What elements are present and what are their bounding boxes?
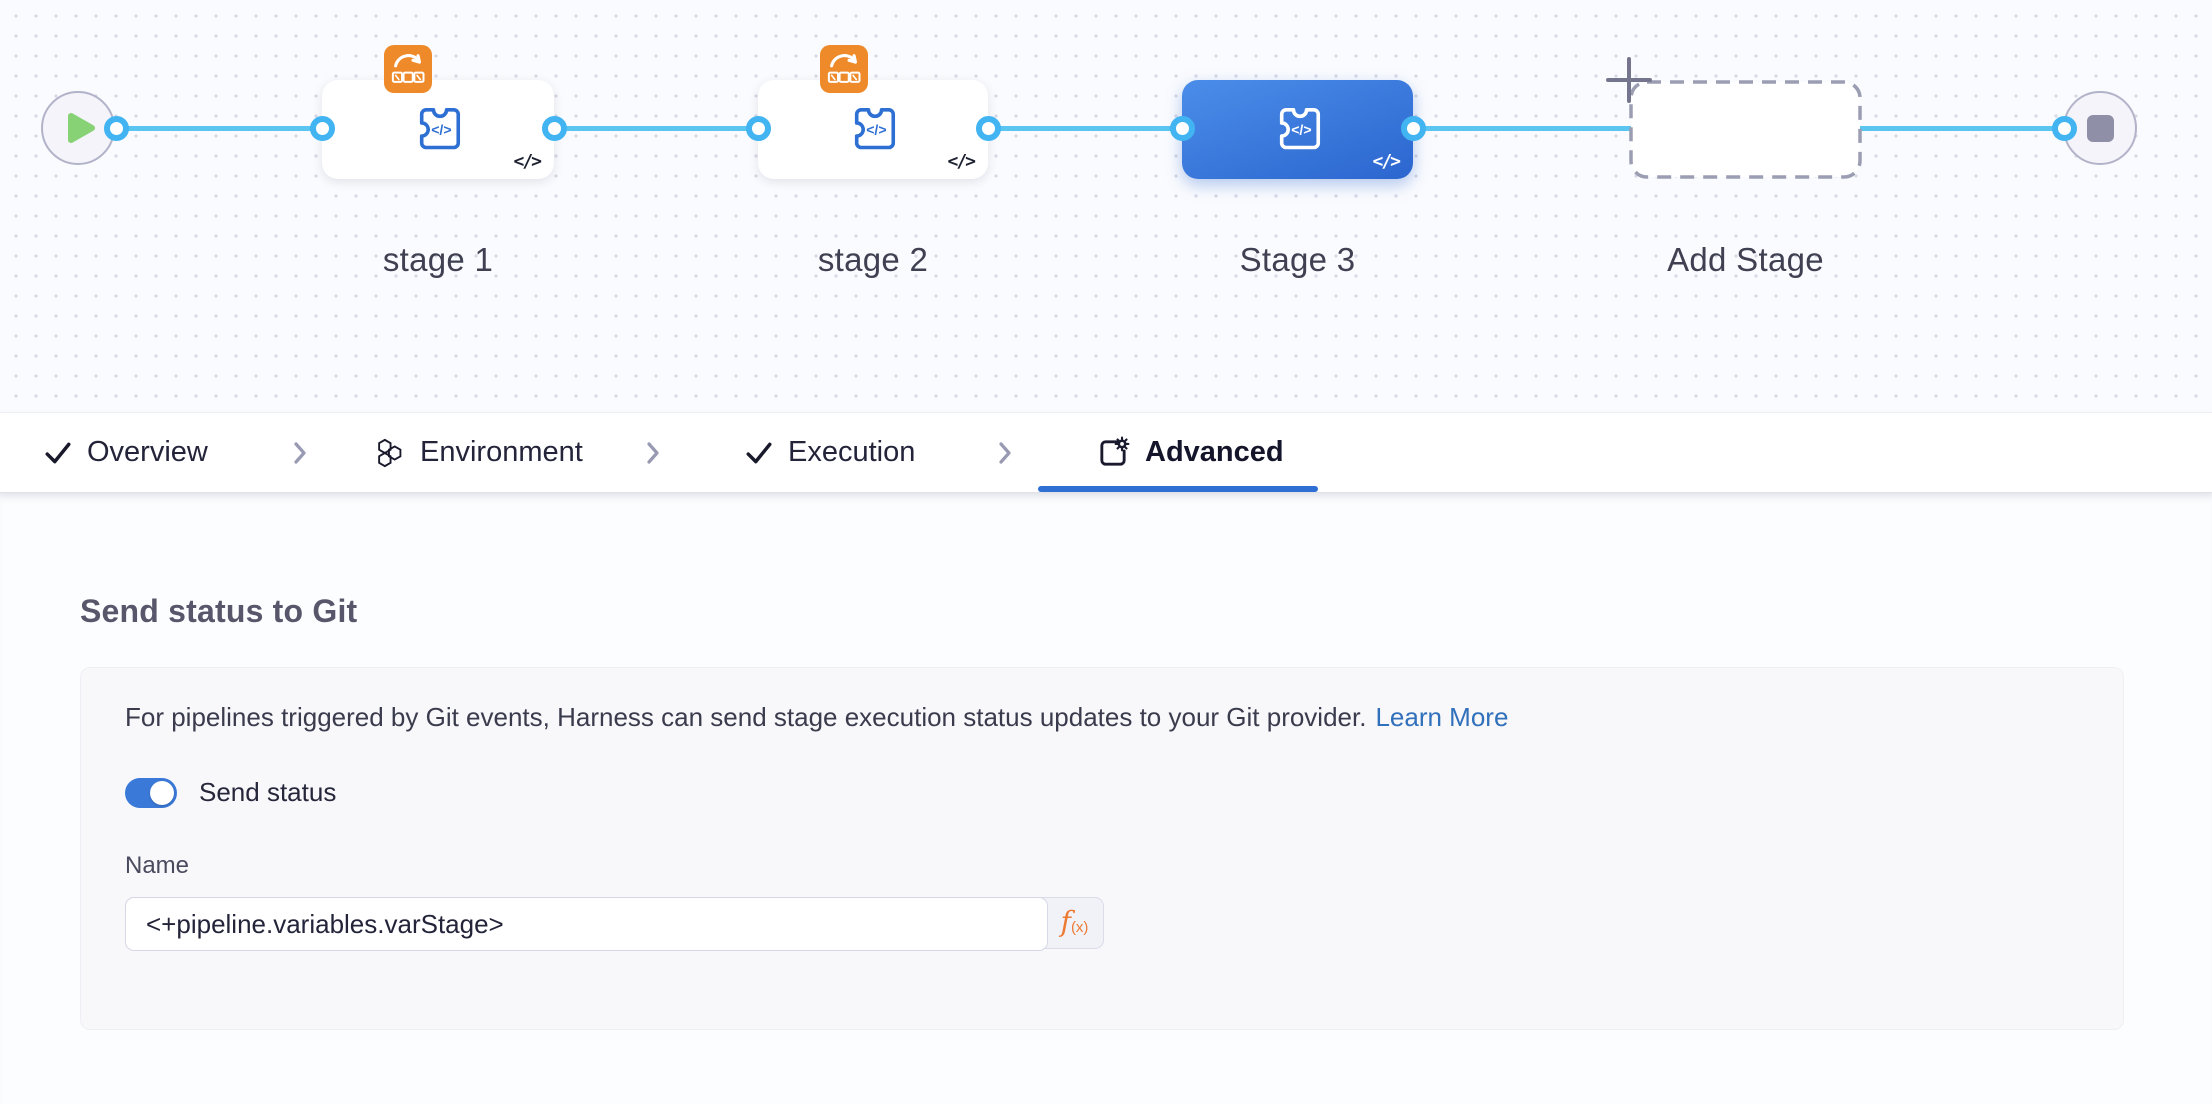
tab-environment[interactable]: Environment <box>375 413 583 492</box>
code-view-badge: </> <box>513 151 541 172</box>
stage-label: Stage 3 <box>1239 241 1356 278</box>
stage-node-stage-3[interactable]: </> </> <box>1182 80 1413 179</box>
name-input[interactable] <box>125 897 1048 951</box>
play-icon <box>67 113 95 143</box>
pipeline-start-node <box>41 91 115 165</box>
expression-fx-button[interactable]: f(x) <box>1046 898 1103 948</box>
learn-more-link[interactable]: Learn More <box>1375 702 1509 732</box>
propagate-icon <box>820 45 868 93</box>
panel-description: For pipelines triggered by Git events, H… <box>125 701 1508 733</box>
advanced-tab-content: Send status to Git For pipelines trigger… <box>0 492 2212 1104</box>
card-gear-icon <box>1100 436 1130 466</box>
tab-label: Overview <box>87 436 208 468</box>
dashed-border <box>1629 80 1862 179</box>
puzzle-code-icon: </> <box>1279 107 1320 149</box>
connector-port <box>541 115 567 141</box>
code-view-badge: </> <box>947 151 975 172</box>
propagate-icon <box>384 45 432 93</box>
svg-text:</>: </> <box>431 121 451 137</box>
chevron-right-icon <box>999 441 1011 464</box>
connector-port <box>103 115 129 141</box>
pipeline-canvas: </> </> </> </> </> </> <box>0 0 2212 412</box>
stage-node-stage-1[interactable]: </> </> <box>322 80 554 179</box>
connector-port <box>1400 115 1426 141</box>
stage-config-tabbar: Overview Environment Execution <box>0 412 2212 493</box>
check-icon <box>45 442 71 463</box>
stage-label: stage 2 <box>817 241 929 278</box>
name-field-label: Name <box>125 852 190 879</box>
connector-port <box>309 115 335 141</box>
connector-port <box>1169 115 1195 141</box>
tab-execution[interactable]: Execution <box>745 413 915 492</box>
puzzle-code-icon: </> <box>854 107 896 149</box>
send-status-panel: For pipelines triggered by Git events, H… <box>80 667 2124 1030</box>
fx-label: f <box>1060 905 1071 938</box>
toggle-knob <box>150 780 174 805</box>
add-stage-button[interactable] <box>1606 57 1862 179</box>
fx-sub-label: (x) <box>1070 919 1089 936</box>
active-tab-underline <box>1038 486 1318 492</box>
send-status-toggle[interactable] <box>125 777 177 808</box>
connector-port <box>745 115 771 141</box>
name-input-group: f(x) <box>125 897 1104 951</box>
svg-text:</>: </> <box>1291 121 1311 137</box>
connector-port <box>975 115 1001 141</box>
svg-text:</>: </> <box>866 121 886 137</box>
code-view-badge: </> <box>1372 151 1400 172</box>
chevron-right-icon <box>647 441 659 464</box>
check-icon <box>746 442 772 463</box>
stage-label: stage 1 <box>382 241 494 278</box>
tab-overview[interactable]: Overview <box>44 413 208 492</box>
chevron-right-icon <box>294 441 306 464</box>
stop-icon <box>2086 114 2114 142</box>
tab-label: Advanced <box>1145 436 1284 468</box>
tab-advanced[interactable]: Advanced <box>1096 413 1284 492</box>
tab-label: Execution <box>788 436 916 468</box>
description-text: For pipelines triggered by Git events, H… <box>125 702 1367 732</box>
puzzle-code-icon: </> <box>419 107 461 149</box>
stage-node-stage-2[interactable]: </> </> <box>758 80 988 179</box>
connector-port <box>2051 115 2077 141</box>
toggle-label: Send status <box>199 777 337 807</box>
connector-line <box>100 126 2084 131</box>
section-title: Send status to Git <box>80 593 358 629</box>
tab-label: Environment <box>420 436 583 468</box>
stage-label: Add Stage <box>1667 241 1824 278</box>
hexagons-icon <box>378 438 402 467</box>
plus-icon <box>1606 57 1652 103</box>
send-status-toggle-row: Send status <box>125 777 336 808</box>
